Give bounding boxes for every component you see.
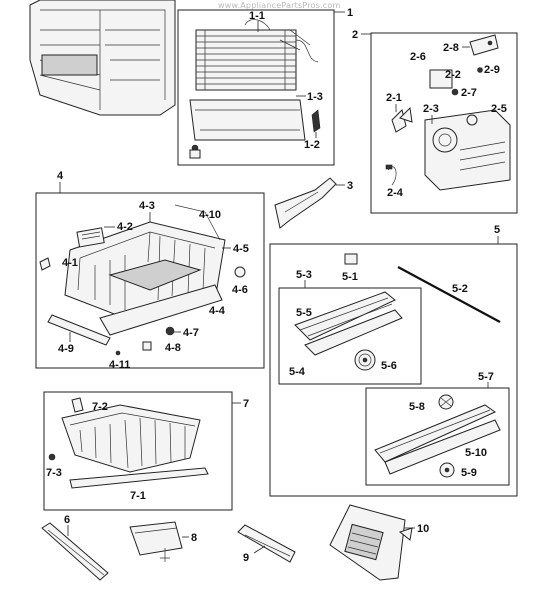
watermark-text: www.AppliancePartsPros.com: [218, 1, 341, 10]
group-box-5-3: [278, 287, 422, 385]
damper-knob-part-5-8[interactable]: [438, 394, 454, 410]
sensor-clip-part[interactable]: [311, 109, 321, 133]
guide-rail-part-5-10[interactable]: [374, 404, 501, 475]
clip-part-4-8[interactable]: [142, 341, 152, 351]
callout-2-1: 2-1: [386, 92, 402, 104]
group-box-7: [43, 391, 233, 511]
callout-1-1: 1-1: [249, 10, 265, 22]
divider-part-4-2[interactable]: [76, 227, 105, 248]
bracket-part-3[interactable]: [274, 177, 337, 229]
callout-4-2: 4-2: [117, 221, 133, 233]
callout-5-10: 5-10: [465, 447, 487, 459]
rod-part-5-2[interactable]: [397, 266, 501, 323]
callout-4-5: 4-5: [233, 243, 249, 255]
callout-5-1: 5-1: [342, 271, 358, 283]
callout-9: 9: [243, 552, 249, 564]
trim-part-6[interactable]: [41, 522, 109, 581]
callout-2-5: 2-5: [491, 103, 507, 115]
group-box-5-7: [365, 387, 510, 486]
callout-5-2: 5-2: [452, 283, 468, 295]
evaporator-part[interactable]: [195, 19, 319, 91]
callout-6: 6: [64, 514, 70, 526]
screw-part-4-11[interactable]: [115, 350, 121, 356]
callout-5-8: 5-8: [409, 401, 425, 413]
rail-part-7-1[interactable]: [69, 467, 209, 489]
basket-part-7[interactable]: [61, 404, 201, 473]
callout-2-7: 2-7: [461, 87, 477, 99]
callout-4-6: 4-6: [232, 284, 248, 296]
callout-2-6: 2-6: [410, 51, 426, 63]
fan-blade-part[interactable]: [391, 106, 413, 133]
cover-part-9[interactable]: [237, 524, 296, 563]
callout-4-8: 4-8: [165, 342, 181, 354]
callout-4-11: 4-11: [109, 359, 130, 371]
cabinet-illustration: [29, 0, 176, 116]
foot-part-7-3[interactable]: [48, 453, 56, 461]
slide-rail-part-4-9[interactable]: [47, 314, 111, 346]
group-box-2: [370, 32, 518, 214]
callout-2-9: 2-9: [484, 64, 500, 76]
callout-5-5: 5-5: [296, 307, 312, 319]
callout-4-7: 4-7: [183, 327, 199, 339]
heater-wire-part[interactable]: [279, 29, 311, 51]
callout-5: 5: [494, 224, 500, 236]
callout-4: 4: [57, 170, 64, 182]
drawer-front-rail-part-4-4[interactable]: [99, 284, 223, 336]
callout-4-4: 4-4: [209, 305, 226, 317]
callout-7-3: 7-3: [46, 467, 62, 479]
cap-part-5-1[interactable]: [344, 253, 358, 265]
sensor-wire-part-2-4[interactable]: [385, 164, 397, 186]
callout-5-9: 5-9: [461, 467, 477, 479]
callout-5-3: 5-3: [296, 269, 312, 281]
clip-part-4-1[interactable]: [39, 257, 51, 271]
callout-2-8: 2-8: [443, 42, 459, 54]
callout-7: 7: [243, 398, 249, 410]
callout-1: 1: [347, 7, 353, 19]
callout-2: 2: [352, 29, 358, 41]
callout-7-2: 7-2: [92, 401, 108, 413]
fan-shroud-part[interactable]: [424, 109, 511, 191]
gear-part-5-6[interactable]: [354, 349, 376, 371]
callout-3: 3: [347, 180, 353, 192]
callout-8: 8: [191, 532, 197, 544]
callout-4-1: 4-1: [62, 257, 78, 269]
callout-4-10: 4-10: [199, 209, 221, 221]
group-box-5: [269, 243, 518, 497]
shaft-part-2-7[interactable]: [451, 88, 459, 96]
callout-1-2: 1-2: [304, 139, 320, 151]
clip-part-7-2[interactable]: [71, 397, 84, 413]
callout-10: 10: [417, 523, 429, 535]
callout-4-9: 4-9: [58, 343, 74, 355]
callout-7-1: 7-1: [130, 490, 146, 502]
callout-4-3: 4-3: [139, 200, 155, 212]
callout-5-6: 5-6: [381, 360, 397, 372]
housing-part-8[interactable]: [129, 521, 183, 562]
callout-2-4: 2-4: [387, 187, 404, 199]
callout-2-3: 2-3: [423, 103, 439, 115]
roller-part-4-7[interactable]: [165, 326, 175, 336]
callout-5-7: 5-7: [478, 371, 494, 383]
callout-2-2: 2-2: [445, 69, 461, 81]
evaporator-tray-part[interactable]: [189, 99, 306, 159]
fan-motor-part[interactable]: [429, 69, 453, 89]
bracket-part-2-8[interactable]: [469, 34, 499, 56]
roller-part-4-6[interactable]: [234, 266, 246, 278]
gear-part-5-9[interactable]: [439, 462, 455, 478]
guide-rail-part-5-5[interactable]: [294, 291, 403, 356]
screw-part-2-9[interactable]: [477, 67, 483, 73]
filter-cover-part-10[interactable]: [329, 504, 413, 581]
callout-1-3: 1-3: [307, 91, 323, 103]
group-box-1: [177, 9, 335, 166]
grommet-part[interactable]: [466, 114, 478, 126]
group-box-4: [35, 192, 265, 369]
callout-5-4: 5-4: [289, 366, 306, 378]
wire-handle-part-4-10[interactable]: [174, 204, 221, 241]
